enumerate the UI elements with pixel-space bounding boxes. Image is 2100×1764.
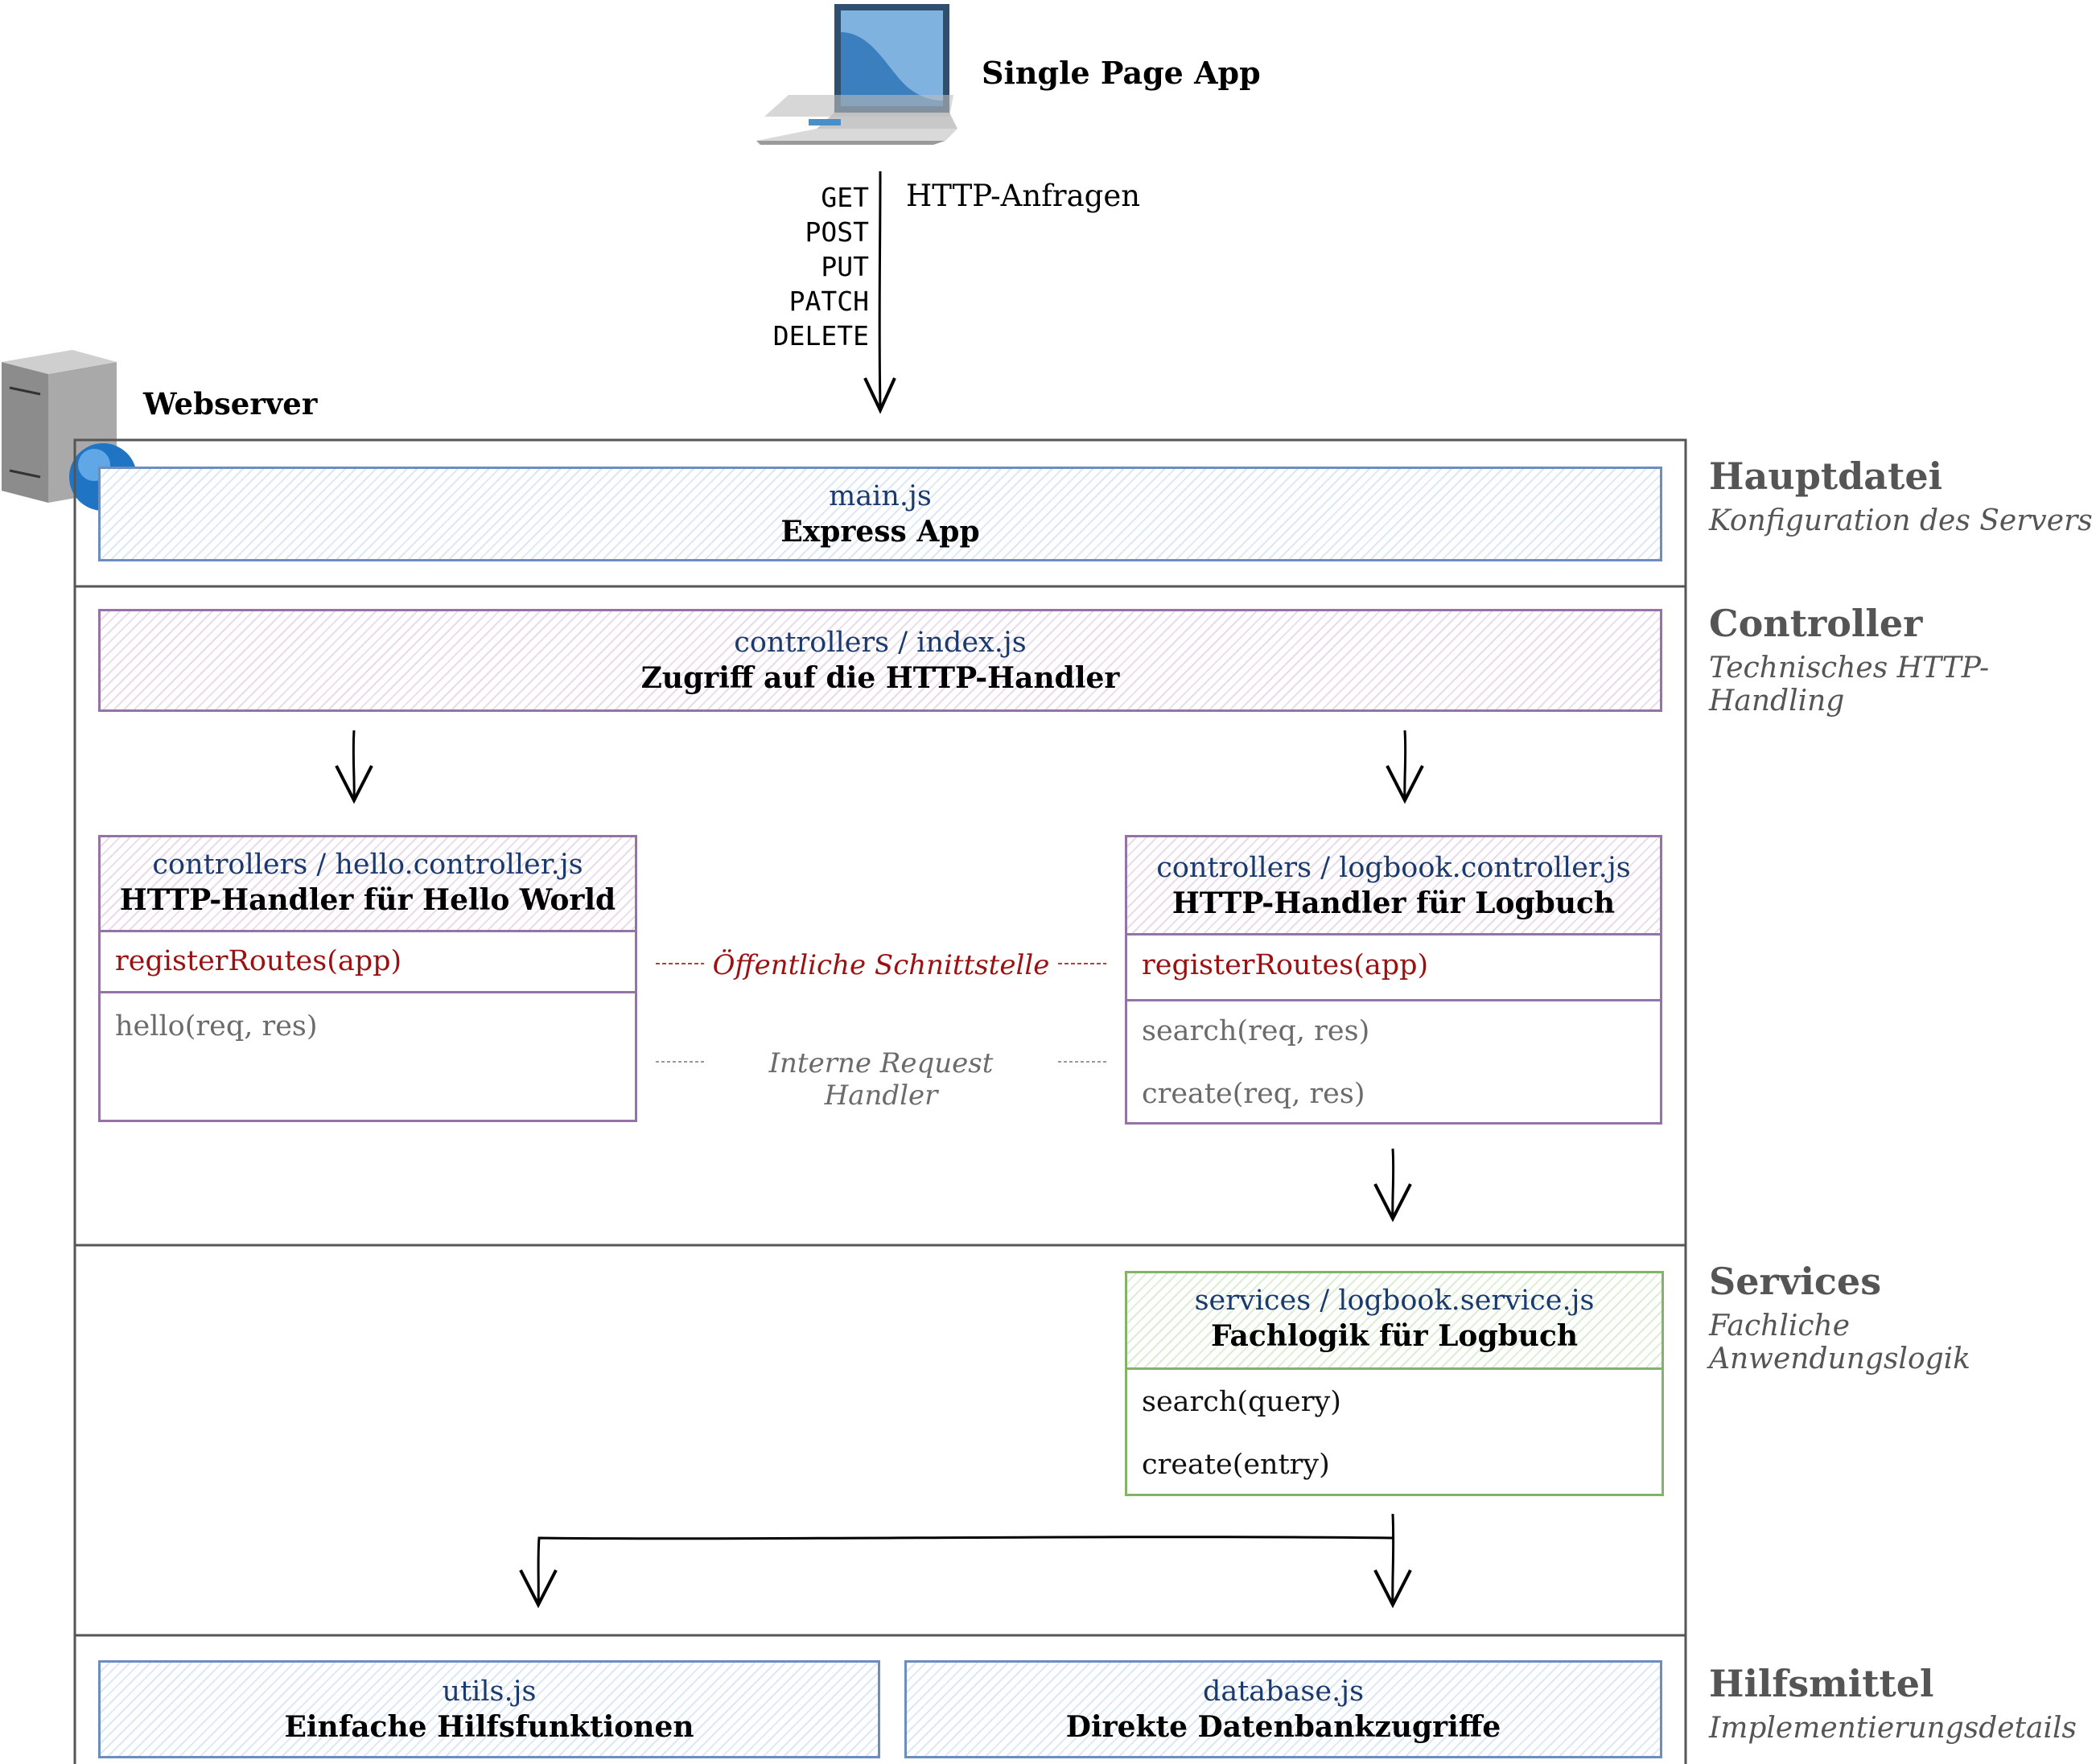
controllers-index-box: controllers / index.js Zugriff auf die H… (98, 609, 1662, 712)
layer-subtitle: Technisches HTTP-Handling (1709, 652, 1990, 718)
layer-title: Controller (1709, 602, 1923, 645)
file-description: Express App (780, 515, 980, 549)
legend-public-interface: Öffentliche Schnittstelle (712, 949, 1050, 981)
file-name: utils.js (442, 1676, 537, 1708)
http-methods: GET POST PUT PATCH DELETE (708, 180, 869, 353)
method-get: GET (821, 182, 869, 213)
layer-label-services: Services Fachliche Anwendungslogik (1709, 1260, 2100, 1375)
method-patch: PATCH (789, 286, 869, 317)
layer-label-controller: Controller Technisches HTTP-Handling (1709, 602, 2100, 718)
server-label: Webserver (143, 386, 318, 421)
client-label: Single Page App (982, 55, 1261, 91)
method-create-entry: create(entry) (1142, 1449, 1330, 1481)
layer-subtitle: Konfiguration des Servers (1709, 504, 2093, 537)
legend-internal-handlers: Interne Request Handler (768, 1047, 994, 1112)
logbook-service-box: services / logbook.service.js Fachlogik … (1125, 1271, 1664, 1496)
layer-title: Hilfsmittel (1709, 1662, 1934, 1705)
logbook-public-section: registerRoutes(app) (1127, 935, 1660, 1001)
file-description: HTTP-Handler für Logbuch (1171, 886, 1616, 920)
utils-box: utils.js Einfache Hilfsfunktionen (98, 1660, 880, 1758)
file-description: Zugriff auf die HTTP-Handler (640, 661, 1120, 695)
laptop-icon (756, 4, 957, 145)
file-name: main.js (829, 480, 932, 512)
main-js-box: main.js Express App (98, 467, 1662, 561)
logbook-controller-header: controllers / logbook.controller.js HTTP… (1127, 837, 1660, 935)
hello-controller-header: controllers / hello.controller.js HTTP-H… (101, 837, 635, 932)
layer-label-utilities: Hilfsmittel Implementierungsdetails (1709, 1662, 2077, 1745)
file-name: controllers / logbook.controller.js (1156, 852, 1631, 884)
file-description: Direkte Datenbankzugriffe (1065, 1710, 1501, 1744)
method-put: PUT (821, 251, 869, 282)
logbook-service-header: services / logbook.service.js Fachlogik … (1127, 1273, 1661, 1370)
file-name: controllers / index.js (734, 627, 1027, 659)
logbook-controller-box: controllers / logbook.controller.js HTTP… (1125, 835, 1662, 1125)
file-name: database.js (1202, 1676, 1365, 1708)
database-box: database.js Direkte Datenbankzugriffe (904, 1660, 1662, 1758)
method-register-routes: registerRoutes(app) (115, 945, 402, 977)
http-requests-label: HTTP-Anfragen (906, 179, 1141, 213)
file-name: services / logbook.service.js (1194, 1285, 1595, 1317)
method-search-query: search(query) (1142, 1386, 1341, 1418)
hello-public-section: registerRoutes(app) (101, 932, 635, 993)
method-delete: DELETE (772, 320, 869, 352)
file-description: HTTP-Handler für Hello World (119, 883, 616, 917)
method-hello: hello(req, res) (115, 1010, 318, 1042)
file-description: Fachlogik für Logbuch (1210, 1319, 1579, 1353)
layer-title: Services (1709, 1260, 1882, 1303)
method-create: create(req, res) (1142, 1078, 1365, 1110)
method-search: search(req, res) (1142, 1015, 1370, 1047)
layer-title: Hauptdatei (1709, 454, 1943, 498)
layer-subtitle: Fachliche Anwendungslogik (1709, 1310, 1970, 1375)
method-post: POST (805, 216, 869, 248)
layer-label-main: Hauptdatei Konfiguration des Servers (1709, 454, 2093, 537)
method-register-routes: registerRoutes(app) (1142, 949, 1429, 981)
file-name: controllers / hello.controller.js (152, 849, 583, 881)
file-description: Einfache Hilfsfunktionen (284, 1710, 694, 1744)
hello-controller-box: controllers / hello.controller.js HTTP-H… (98, 835, 637, 1122)
layer-subtitle: Implementierungsdetails (1709, 1712, 2077, 1745)
